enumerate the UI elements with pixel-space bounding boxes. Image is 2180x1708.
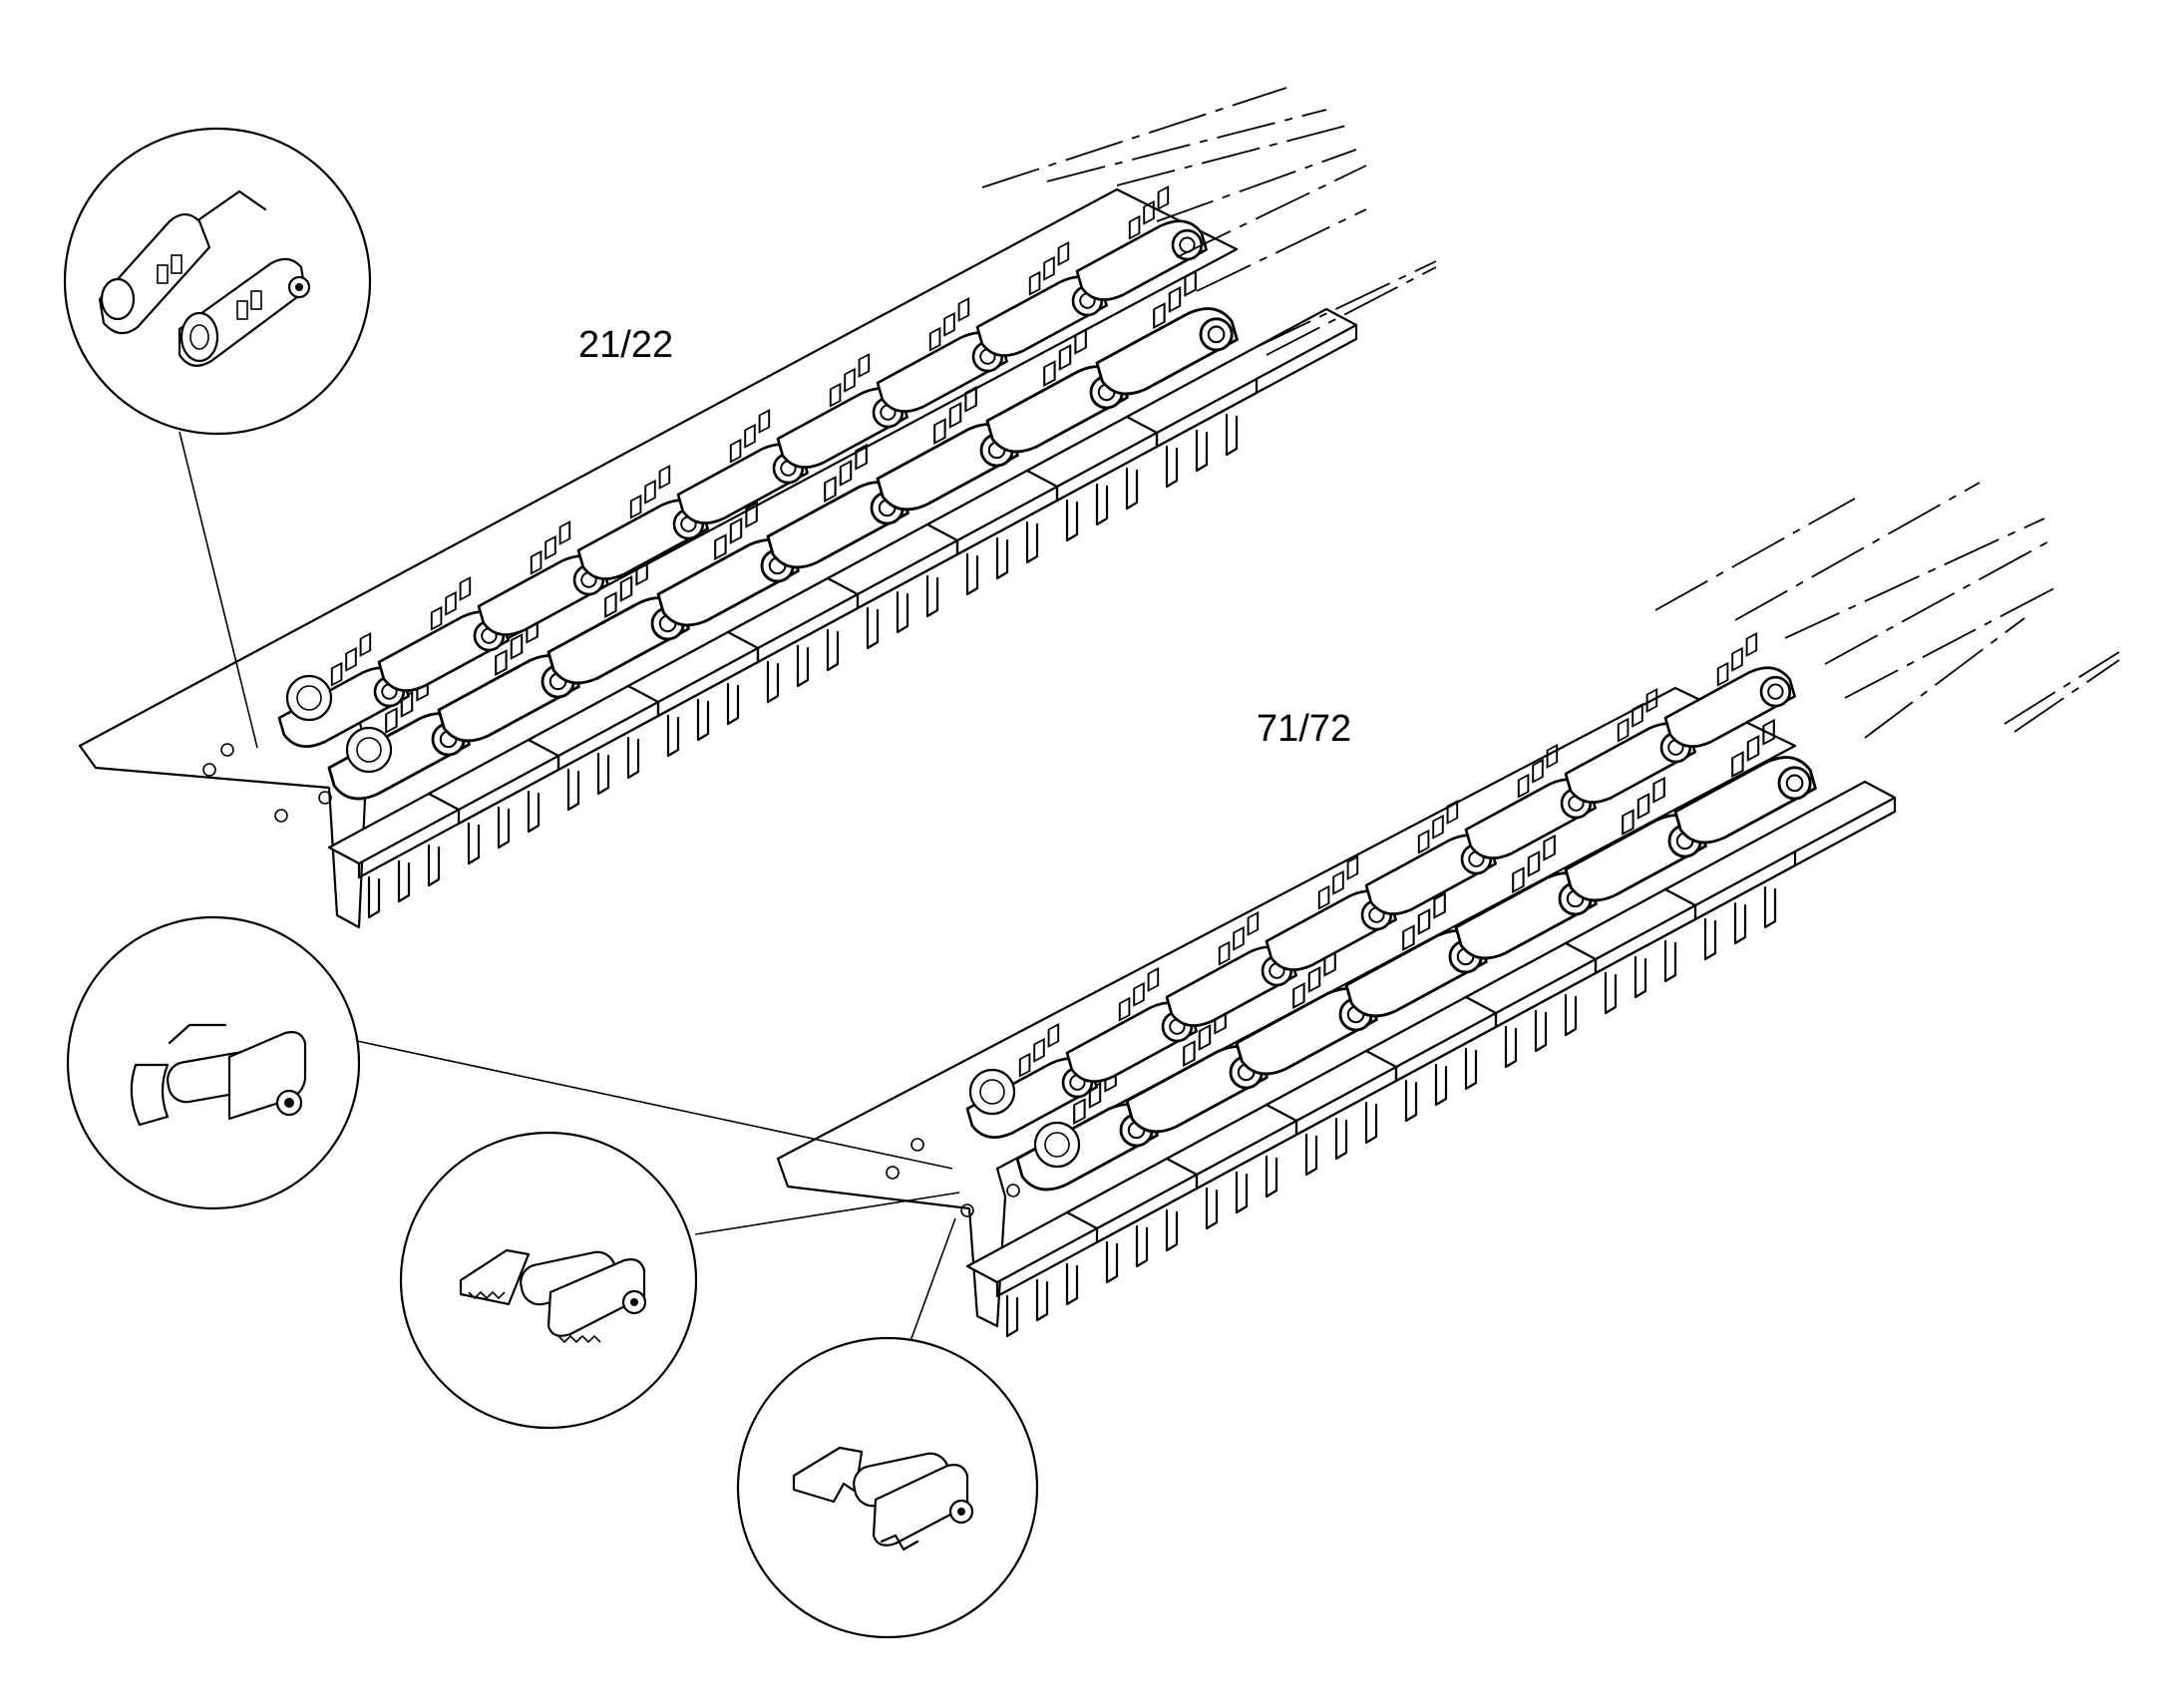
label-lower-track: 71/72 xyxy=(1257,708,1351,750)
detail-circle-pin-type-c xyxy=(736,1336,1039,1639)
leader-lines xyxy=(179,431,960,1342)
detail-circle-pin-type-b xyxy=(399,1131,698,1430)
detail-circle-master-link xyxy=(63,127,372,436)
detail-circle-pin-type-a xyxy=(66,915,361,1210)
lower-track-assembly xyxy=(776,482,2120,1338)
label-upper-track: 21/22 xyxy=(578,324,673,366)
upper-track-assembly xyxy=(78,87,1437,929)
